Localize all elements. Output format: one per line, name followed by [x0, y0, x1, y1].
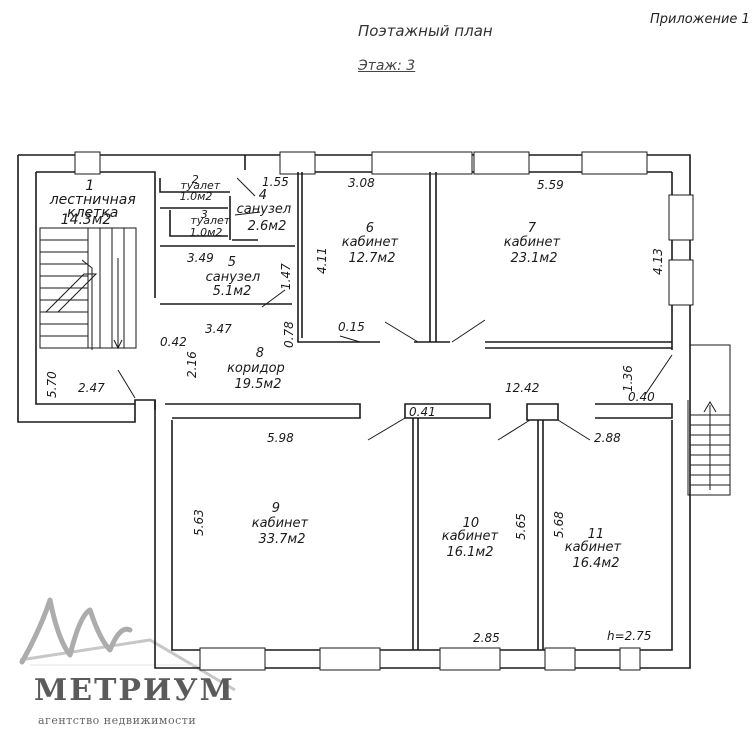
dimension-label: 0.41 — [409, 405, 436, 419]
room-4-label: 4 санузел 2.6м2 — [237, 188, 296, 234]
room-10-label: 10 кабинет 16.1м2 — [442, 516, 503, 560]
dimension-label: 4.13 — [651, 248, 665, 275]
dimension-label: 3.47 — [205, 322, 232, 336]
logo-name: МЕТРИУМ — [34, 673, 235, 708]
staircase-internal-icon — [39, 227, 137, 350]
outer-walls — [17, 154, 691, 669]
windows — [74, 151, 694, 671]
room-6-label: 6 кабинет 12.7м2 — [342, 221, 403, 266]
room-3-label: 3 туалет 1.0м2 — [190, 208, 234, 239]
dimension-label: 5.63 — [192, 509, 206, 536]
dimension-label: 5.68 — [552, 511, 566, 538]
dimension-label: 2.47 — [78, 381, 105, 395]
dimension-label: 0.40 — [628, 390, 655, 404]
dimension-label: 3.49 — [187, 251, 214, 265]
dimension-label: 0.42 — [160, 335, 187, 349]
plan-title: Поэтажный план — [358, 22, 493, 40]
room-7-label: 7 кабинет 23.1м2 — [504, 221, 565, 266]
dimension-labels: 1.55 3.08 5.59 4.11 4.13 3.49 1.47 3.47 … — [45, 175, 665, 645]
room-labels: 1 лестничная клетка 14.3м2 2 туалет 1.0м… — [49, 173, 626, 571]
dimension-label: 5.98 — [267, 431, 294, 445]
dimension-label: 2.88 — [594, 431, 621, 445]
room-11-label: 11 кабинет 16.4м2 — [565, 527, 626, 571]
dimension-label: 2.85 — [473, 631, 500, 645]
door-swings — [117, 177, 673, 441]
dimension-label: 1.47 — [279, 263, 293, 290]
dimension-label: 0.78 — [282, 321, 296, 348]
logo-tagline: агентство недвижимости — [38, 714, 197, 727]
room-1-label: 1 лестничная клетка 14.3м2 — [49, 178, 141, 228]
dimension-label: 0.15 — [338, 320, 365, 334]
dimension-label: 5.70 — [45, 371, 59, 398]
dimension-label: 5.65 — [514, 513, 528, 540]
dimension-label: 3.08 — [348, 176, 375, 190]
room-8-label: 8 коридор 19.5м2 — [227, 346, 289, 392]
appendix-label: Приложение 1 — [650, 12, 750, 27]
staircase-external-icon — [687, 344, 731, 496]
floor-label: Этаж: 3 — [358, 58, 416, 74]
dimension-label: 1.36 — [621, 365, 635, 392]
room-2-label: 2 туалет 1.0м2 — [180, 173, 224, 203]
dimension-label: 12.42 — [505, 381, 539, 395]
dimension-label: 2.16 — [185, 351, 199, 378]
dimension-label: 1.55 — [262, 175, 289, 189]
room-9-label: 9 кабинет 33.7м2 — [252, 501, 313, 547]
dimension-label: 4.11 — [315, 247, 329, 274]
room-5-label: 5 санузел 5.1м2 — [206, 255, 265, 299]
ceiling-height-label: h=2.75 — [607, 629, 651, 643]
dimension-label: 5.59 — [537, 178, 564, 192]
